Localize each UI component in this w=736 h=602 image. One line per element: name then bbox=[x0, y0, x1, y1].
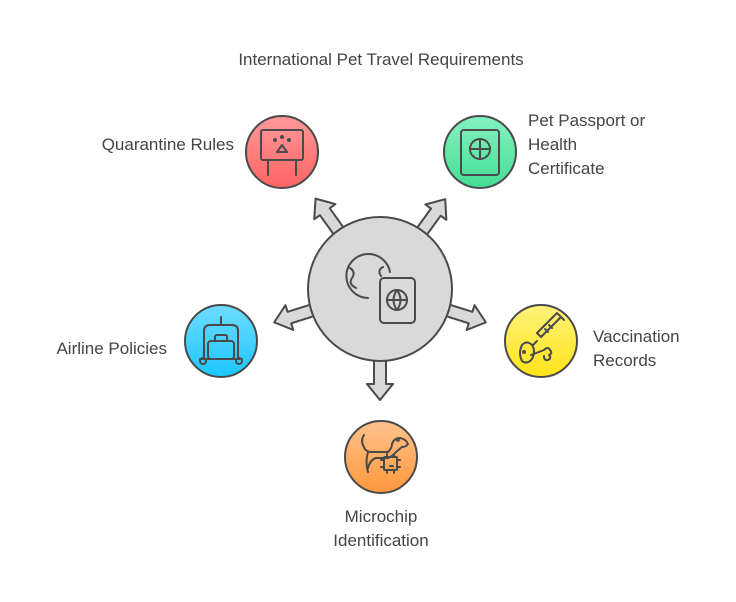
airline-label: Airline Policies bbox=[56, 337, 167, 361]
passport-icon bbox=[460, 129, 500, 176]
vaccination-node bbox=[504, 304, 578, 378]
label-line: Records bbox=[593, 351, 657, 370]
syringe-meat-bone-icon bbox=[519, 312, 565, 364]
diagram-title: International Pet Travel Requirements bbox=[238, 50, 524, 69]
label-line: Identification bbox=[333, 531, 429, 550]
luggage-cart-icon bbox=[199, 316, 243, 365]
label-line: Vaccination bbox=[593, 327, 680, 346]
passport-label: Pet Passport or Health Certificate bbox=[528, 109, 645, 181]
label-line: Health bbox=[528, 135, 578, 154]
dog-microchip-icon bbox=[361, 434, 409, 474]
label-line: Microchip bbox=[344, 507, 418, 526]
quarantine-label: Quarantine Rules bbox=[102, 133, 234, 157]
microchip-label: Microchip Identification bbox=[281, 505, 481, 553]
quarantine-sign-icon bbox=[260, 129, 304, 176]
label-line: Certificate bbox=[528, 159, 605, 178]
vaccination-label: Vaccination Records bbox=[593, 325, 680, 373]
label-line: Pet Passport or bbox=[528, 111, 646, 130]
label-line: Airline Policies bbox=[56, 339, 167, 358]
label-line: Quarantine Rules bbox=[101, 135, 234, 154]
globe-passport-icon bbox=[345, 253, 416, 324]
